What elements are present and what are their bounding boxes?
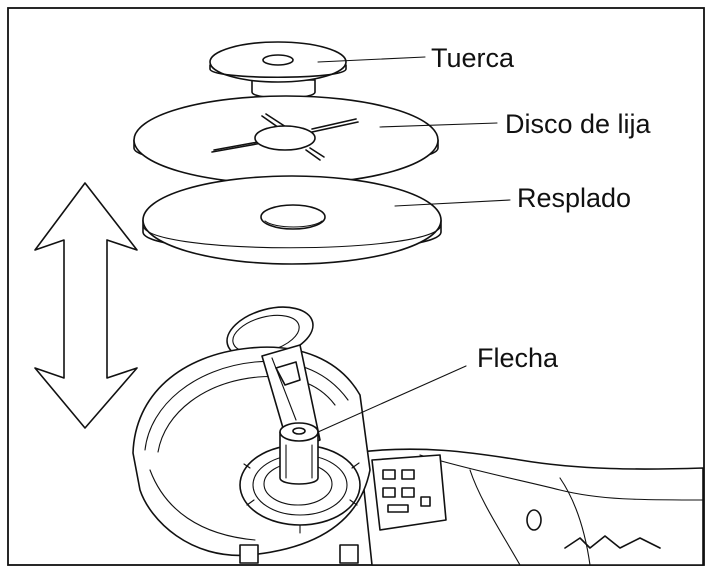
leader-line-flecha bbox=[317, 365, 467, 433]
leader-line-resplado bbox=[394, 199, 511, 207]
leader-line-tuerca bbox=[317, 56, 426, 63]
label-resplado: Resplado bbox=[517, 183, 631, 213]
disco-de-lija-part bbox=[133, 95, 439, 185]
label-disco-de-lija: Disco de lija bbox=[505, 109, 652, 139]
leader-line-disco bbox=[379, 122, 498, 128]
label-flecha: Flecha bbox=[477, 343, 559, 373]
label-tuerca: Tuerca bbox=[431, 43, 515, 73]
angle-grinder bbox=[132, 306, 704, 566]
double-arrow-icon bbox=[34, 182, 138, 429]
resplado-backing-pad-part bbox=[142, 175, 442, 265]
